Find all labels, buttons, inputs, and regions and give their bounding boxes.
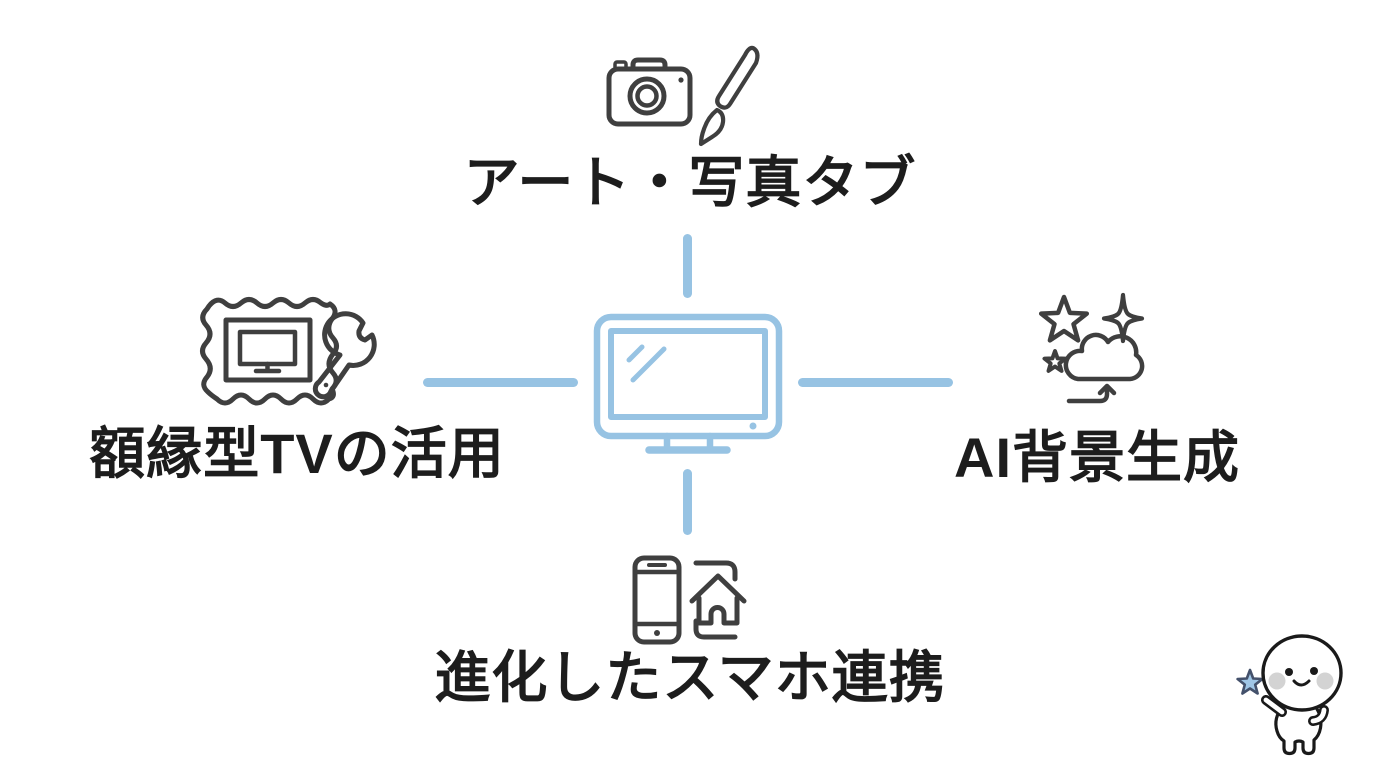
ai-generation-icon-group: [1038, 292, 1145, 404]
connector-right: [798, 378, 953, 387]
mascot-eye-left: [1285, 668, 1293, 676]
mascot-eye-right: [1310, 667, 1318, 675]
connector-left: [423, 378, 578, 387]
smartphone-icon: [632, 555, 682, 645]
mascot-mouth: [1292, 679, 1311, 687]
camera-icon: [606, 57, 693, 127]
paintbrush-icon: [698, 45, 760, 147]
smartphone-house-icon-group: [632, 555, 747, 645]
small-star-icon: [1042, 349, 1068, 373]
wrench-icon: [312, 311, 377, 400]
picture-frame-tv-icon: [200, 297, 339, 406]
connector-bottom: [683, 469, 692, 535]
sparkle-icon: [1101, 292, 1145, 344]
house-icon: [689, 560, 747, 640]
tv-icon: [593, 313, 783, 454]
label-bottom: 進化したスマホ連携: [434, 646, 946, 709]
connector-top: [683, 234, 692, 298]
mascot-character: [1236, 634, 1343, 756]
camera-paintbrush-icon-group: [606, 45, 760, 147]
label-top: アート・写真タブ: [463, 151, 917, 214]
mascot-star-icon: [1236, 668, 1264, 695]
frame-wrench-icon-group: [200, 297, 377, 406]
mascot-blush-right: [1316, 672, 1334, 690]
star-icon: [1038, 294, 1090, 343]
label-left: 額縁型TVの活用: [89, 422, 505, 485]
mascot-head: [1261, 634, 1343, 712]
cloud-upload-icon: [1063, 332, 1145, 404]
label-right: AI背景生成: [954, 426, 1240, 489]
mascot-blush-left: [1268, 672, 1286, 690]
